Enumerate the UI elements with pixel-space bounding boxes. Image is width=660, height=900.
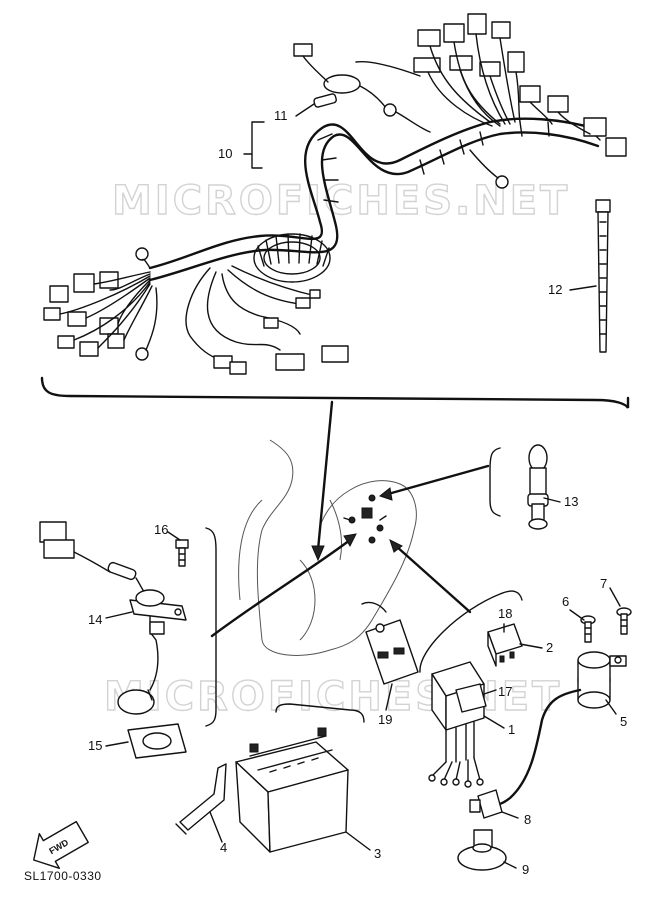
callout-16: 16 xyxy=(154,522,168,537)
battery-breather-hose xyxy=(175,763,227,835)
callout-18: 18 xyxy=(498,606,512,621)
connector-cluster-lower xyxy=(185,265,349,375)
callout-9: 9 xyxy=(522,862,529,877)
grommet-plug xyxy=(527,444,549,530)
flasher-relay xyxy=(487,623,523,667)
harness-coil xyxy=(253,233,331,283)
mounting-hardware-cluster xyxy=(343,494,387,544)
callout-1: 1 xyxy=(508,722,515,737)
connector-upper-left xyxy=(293,43,509,189)
watermark-bottom: MICROFICHES.NET xyxy=(104,674,562,720)
callout-14: 14 xyxy=(88,612,102,627)
sensor-group-bracket xyxy=(205,527,217,727)
callout-6: 6 xyxy=(562,594,569,609)
callout-5: 5 xyxy=(620,714,627,729)
wire-harness xyxy=(43,13,627,375)
callout-13: 13 xyxy=(564,494,578,509)
screw-7 xyxy=(616,607,632,635)
plug-cap-seal xyxy=(457,829,507,871)
callout-8: 8 xyxy=(524,812,531,827)
fuse xyxy=(313,93,337,108)
forward-direction-marker: FWD xyxy=(33,820,89,870)
battery xyxy=(235,727,349,853)
drawing-code: SL1700-0330 xyxy=(24,869,102,883)
gasket xyxy=(127,723,187,759)
callout-10: 10 xyxy=(218,146,232,161)
callout-2: 2 xyxy=(546,640,553,655)
frame-outline xyxy=(238,439,417,656)
harness-group-bracket xyxy=(40,376,630,409)
sensor-switch-assembly xyxy=(39,521,187,715)
callout-7: 7 xyxy=(600,576,607,591)
leader-arrows xyxy=(210,400,490,638)
callout-17: 17 xyxy=(498,684,512,699)
relay xyxy=(361,601,419,685)
spark-plug-cap xyxy=(469,789,503,819)
cdi-group-bracket xyxy=(419,590,523,673)
callout-12: 12 xyxy=(548,282,562,297)
watermark-top: MICROFICHES.NET xyxy=(112,178,570,224)
ignition-coil xyxy=(577,651,627,709)
callout-15: 15 xyxy=(88,738,102,753)
callout-leaders xyxy=(105,103,621,869)
plug-group-bracket xyxy=(489,447,501,517)
battery-group-bracket xyxy=(275,703,365,723)
callout-11: 11 xyxy=(274,108,288,123)
rubber-mount xyxy=(455,683,487,713)
callout-labels: 10 11 12 13 16 14 15 18 2 17 1 19 6 7 5 … xyxy=(88,108,627,877)
cable-tie xyxy=(595,199,611,353)
bolt xyxy=(175,539,189,567)
callout-4: 4 xyxy=(220,840,227,855)
callout-3: 3 xyxy=(374,846,381,861)
screw-6 xyxy=(580,615,596,643)
connector-cluster-left xyxy=(43,247,158,361)
callout-19: 19 xyxy=(378,712,392,727)
cdi-unit xyxy=(428,661,485,788)
connector-cluster-upper-right xyxy=(413,13,627,157)
